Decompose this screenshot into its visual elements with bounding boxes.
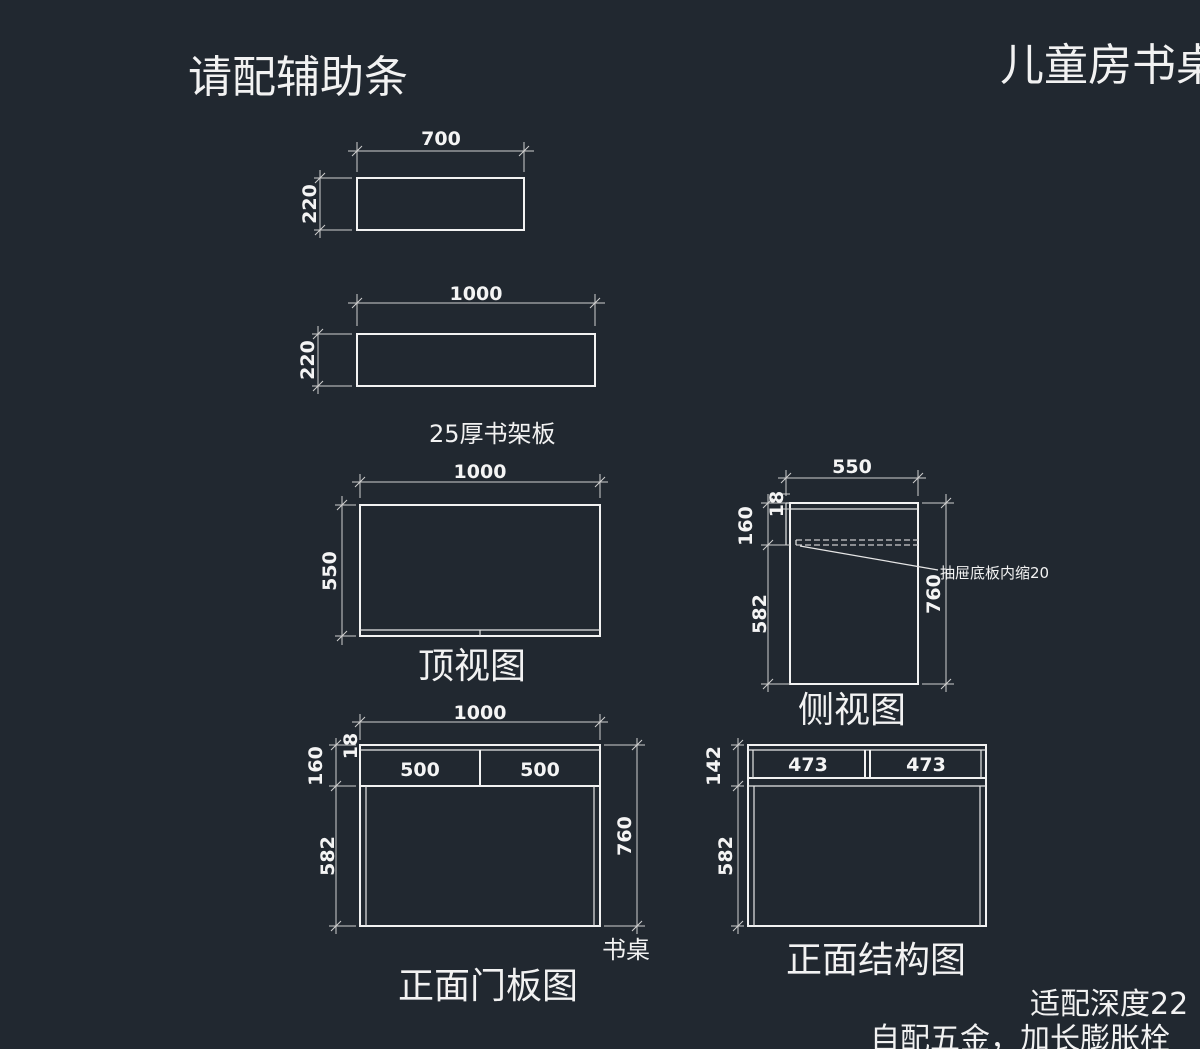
shelf-board-small-outline (356, 177, 525, 231)
top-view-width-label: 1000 (454, 461, 507, 483)
front-door-view: 500 500 1000 160 18 582 760 (305, 702, 650, 1007)
front-door-view-board-thickness-label: 18 (340, 733, 362, 759)
shelf-board-large-outline (356, 333, 596, 387)
side-view-lower-height-label: 582 (749, 594, 771, 634)
front-door-view-outline (359, 744, 601, 927)
shelf-board-large-width-label: 1000 (450, 283, 503, 305)
shelf-board-large-height-dim (312, 326, 352, 394)
shelf-board-small-height-label: 220 (299, 184, 321, 224)
side-view-note-leader (799, 545, 939, 571)
top-view-outline (359, 504, 601, 637)
front-door-view-drawer-height-label: 160 (305, 746, 327, 786)
front-door-view-caption: 正面门板图 (398, 966, 578, 1007)
shelf-board-large-height-label: 220 (297, 340, 319, 380)
shelf-board-small-height-dim (314, 170, 352, 238)
side-view-board-thickness-label: 18 (766, 491, 788, 517)
side-view: 550 160 18 582 760 抽屉底板内缩20 侧视图 (735, 456, 1049, 731)
side-view-note: 抽屉底板内缩20 (940, 564, 1049, 582)
top-view-depth-dim (335, 496, 356, 645)
side-view-total-height-dim (922, 494, 954, 692)
side-view-total-height-label: 760 (923, 574, 945, 614)
front-structure-view: 473 473 142 582 正面结构图 (703, 738, 987, 981)
front-door-view-width-label: 1000 (454, 702, 507, 724)
shelf-board-large: 1000 220 (297, 283, 605, 394)
front-structure-view-left-dims (731, 738, 744, 934)
footer-line-1: 适配深度22 (1030, 987, 1188, 1022)
front-door-view-lower-height-label: 582 (317, 836, 339, 876)
side-view-depth-label: 550 (832, 456, 872, 478)
side-view-caption: 侧视图 (798, 690, 906, 731)
front-structure-view-caption: 正面结构图 (786, 940, 966, 981)
front-structure-view-drawer-left-label: 473 (788, 754, 828, 776)
side-view-drawer-height-label: 160 (735, 506, 757, 546)
footer-line-2: 自配五金，加长膨胀栓 (870, 1022, 1170, 1049)
top-view-caption: 顶视图 (418, 646, 526, 687)
top-view: 1000 550 顶视图 (319, 461, 608, 687)
front-door-view-left-dims (329, 738, 356, 934)
front-structure-view-outline (747, 744, 987, 927)
title-left: 请配辅助条 (188, 52, 408, 103)
front-door-view-drawer-left-label: 500 (400, 759, 440, 781)
front-structure-view-lower-height-label: 582 (715, 836, 737, 876)
shelf-board-small-width-dim (348, 142, 534, 172)
shelf-board-caption: 25厚书架板 (429, 420, 556, 448)
front-structure-view-drawer-right-label: 473 (906, 754, 946, 776)
title-right: 儿童房书桌 (1000, 40, 1200, 91)
shelf-board-small-width-label: 700 (421, 128, 461, 150)
top-view-width-dim (352, 474, 608, 498)
front-door-view-total-height-label: 760 (614, 816, 636, 856)
shelf-board-large-width-dim (348, 294, 605, 326)
top-view-depth-label: 550 (319, 551, 341, 591)
front-door-view-label: 书桌 (602, 936, 650, 964)
front-door-view-drawer-right-label: 500 (520, 759, 560, 781)
front-structure-view-drawer-height-label: 142 (703, 746, 725, 786)
side-view-left-dims (761, 493, 790, 692)
front-door-view-width-dim (352, 714, 608, 740)
shelf-board-small: 700 220 (299, 128, 534, 238)
side-view-depth-dim (778, 470, 926, 496)
front-door-view-total-height-dim (604, 738, 645, 934)
side-view-outline (789, 502, 919, 685)
